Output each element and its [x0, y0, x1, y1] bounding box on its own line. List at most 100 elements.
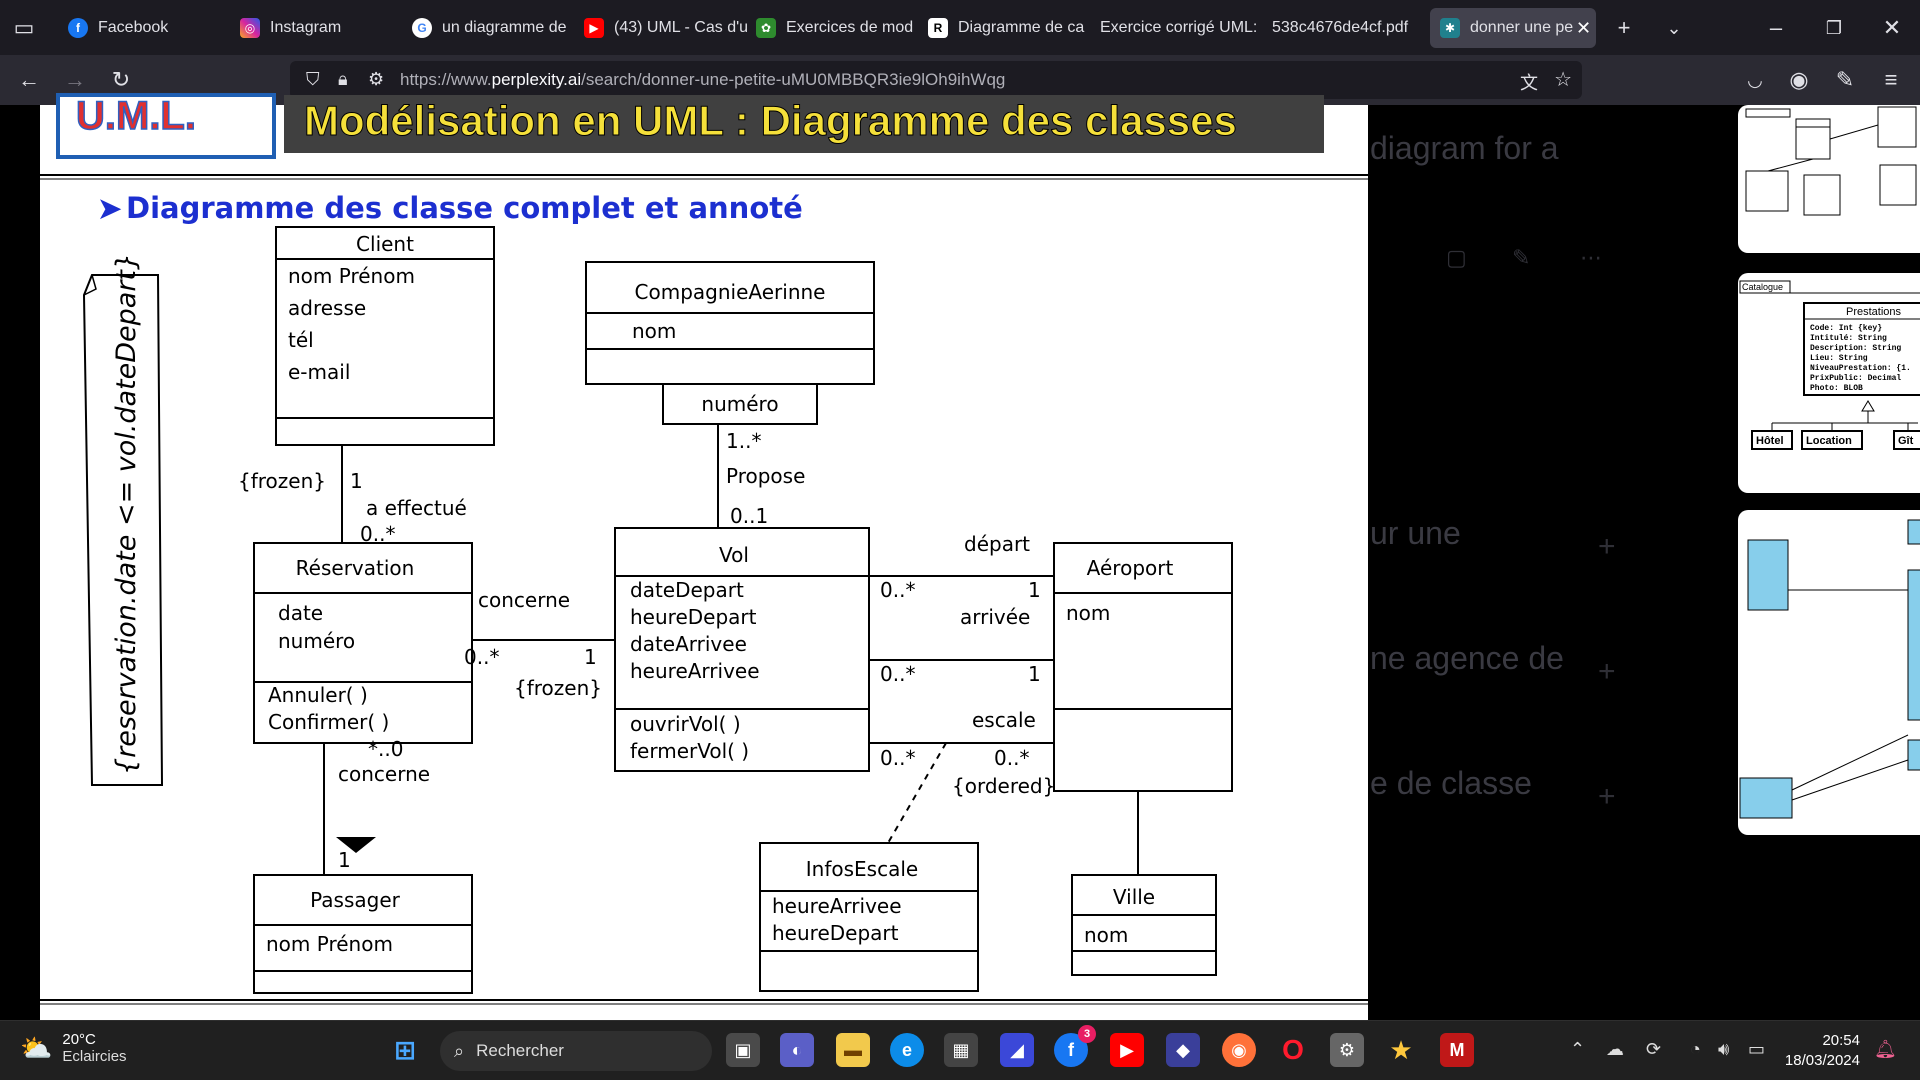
image-thumbnail-1[interactable] [1738, 105, 1920, 253]
forward-icon[interactable]: → [64, 67, 86, 92]
attribute: heureDepart [630, 605, 757, 629]
tab-exercice-corrige[interactable]: Exercice corrigé UML: [1100, 19, 1258, 36]
facebook-taskbar-icon[interactable]: f 3 [1054, 1025, 1096, 1067]
operation: ouvrirVol( ) [630, 712, 741, 736]
menu-icon[interactable]: ≡ [1884, 67, 1898, 92]
tab-diagramme[interactable]: R Diagramme de ca [918, 8, 1084, 48]
opera-icon[interactable]: O [1282, 1034, 1304, 1065]
attribute: dateArrivee [630, 632, 747, 656]
reload-icon[interactable]: ↻ [111, 67, 131, 92]
firefox-icon[interactable]: ◉ [1222, 1033, 1256, 1067]
attribute: e-mail [288, 360, 350, 384]
settings-icon[interactable]: ⚙ [1330, 1033, 1364, 1067]
close-tab-icon[interactable]: ✕ [1576, 17, 1592, 38]
notification-badge: 3 [1078, 1025, 1096, 1043]
pres-attr: Description: String [1810, 344, 1901, 353]
instagram-icon: ◎ [240, 18, 260, 38]
pres-attr: Lieu: String [1810, 354, 1868, 363]
association-label: départ [964, 532, 1030, 556]
teams-icon[interactable]: ◐ [780, 1033, 814, 1067]
class-name: Client [356, 232, 414, 256]
page-content: diagram for a ur une ne agence de e de c… [0, 93, 1920, 1020]
list-tabs-chevron-icon[interactable]: ⌄ [1666, 17, 1682, 38]
permissions-icon[interactable]: ⚙ [368, 69, 385, 89]
tab-overview-icon[interactable]: ▭ [13, 15, 35, 40]
copilot-icon[interactable]: ◆ [1166, 1033, 1200, 1067]
attribute: nom [632, 319, 676, 343]
star-app-icon[interactable]: ★ [1389, 1034, 1413, 1065]
visual-studio-icon[interactable]: ◢ [1000, 1033, 1034, 1067]
class-name: InfosEscale [806, 857, 918, 881]
task-view-icon[interactable]: ▣ [726, 1033, 760, 1067]
attribute: nom [1084, 923, 1128, 947]
tab-youtube[interactable]: ▶ (43) UML - Cas d'u [574, 8, 748, 48]
tab-instagram[interactable]: ◎ Instagram [230, 8, 390, 48]
uml-logo: U.M.L. [76, 94, 196, 138]
attribute: heureArrivee [630, 659, 760, 683]
class-vol: Vol dateDepart heureDepart dateArrivee h… [614, 527, 870, 772]
more-icon[interactable]: ⋯ [1580, 245, 1602, 270]
url-text[interactable]: https://www.perplexity.ai/search/donner-… [400, 70, 1006, 89]
url-bar[interactable]: ⛉ 🔒︎ ⚙ https://www.perplexity.ai/search/… [290, 61, 1582, 99]
catalogue-label: Catalogue [1742, 282, 1783, 292]
qualifier: numéro [701, 392, 778, 416]
search-icon: ⌕ [454, 1040, 465, 1061]
tab-perplexity[interactable]: ✱ donner une pe ✕ [1430, 8, 1596, 48]
sync-icon[interactable]: ⟳ [1646, 1039, 1662, 1059]
pocket-icon[interactable]: ◡ [1747, 69, 1763, 90]
pres-attr: Intitulé: String [1810, 334, 1887, 343]
show-hidden-icons-icon[interactable]: ⌃ [1570, 1039, 1586, 1059]
copy-icon[interactable]: ▢ [1446, 245, 1467, 270]
image-thumbnail-3[interactable] [1738, 510, 1920, 835]
pres-attr: Photo: BLOB [1810, 384, 1863, 393]
close-window-icon[interactable]: ✕ [1882, 15, 1902, 40]
constraint-label: {frozen} [514, 676, 602, 700]
edge-icon[interactable]: e [890, 1033, 924, 1067]
volume-icon[interactable]: 🔊︎ [1718, 1039, 1730, 1059]
battery-icon[interactable]: ▭ [1748, 1039, 1766, 1059]
image-thumbnail-2[interactable]: Catalogue Prestations Code: Int {key} In… [1738, 273, 1920, 493]
windows-start-icon[interactable]: ⊞ [394, 1034, 416, 1065]
store-icon[interactable]: ▦ [944, 1033, 978, 1067]
constraint-label: {frozen} [238, 469, 326, 493]
new-tab-icon[interactable]: + [1617, 15, 1631, 40]
translate-icon[interactable]: 文 [1520, 73, 1538, 93]
minimize-icon[interactable]: – [1769, 15, 1783, 40]
onedrive-icon[interactable]: ☁ [1606, 1039, 1624, 1059]
account-icon[interactable]: ◉ [1789, 67, 1809, 92]
mcafee-icon[interactable]: M [1440, 1033, 1474, 1067]
plus-icon[interactable]: + [1598, 780, 1616, 813]
weather-widget[interactable]: ⛅ 20°C Eclaircies [20, 1031, 127, 1065]
uml-slide-image: U.M.L. Modélisation en UML : Diagramme d… [40, 93, 1368, 1020]
tracking-shield-icon[interactable]: ⛉ [306, 69, 320, 89]
uml-color-thumbnail-icon [1739, 519, 1920, 819]
multiplicity-label: 1 [350, 469, 363, 493]
pres-attr: PrixPublic: Decimal [1810, 374, 1901, 383]
subtitle-arrow-icon: ➤ [98, 193, 122, 224]
extensions-icon[interactable]: ✎ [1835, 67, 1855, 92]
tab-exercices[interactable]: ✿ Exercices de mod [746, 8, 913, 48]
class-name: Passager [310, 888, 401, 912]
association-label: Propose [726, 464, 805, 488]
tab-google[interactable]: G un diagramme de [402, 8, 567, 48]
back-icon[interactable]: ← [18, 67, 40, 92]
uml-thumbnail-icon [1745, 106, 1917, 216]
youtube-taskbar-icon[interactable]: ▶ [1110, 1033, 1144, 1067]
taskbar-search[interactable]: ⌕ Rechercher [440, 1031, 712, 1071]
plus-icon[interactable]: + [1598, 530, 1616, 563]
wifi-icon[interactable]: ◔ [1690, 1039, 1701, 1059]
attribute: adresse [288, 296, 366, 320]
plus-icon[interactable]: + [1598, 655, 1616, 688]
lock-icon[interactable]: 🔒︎ [338, 69, 348, 89]
edit-icon[interactable]: ✎ [1512, 245, 1531, 270]
system-clock[interactable]: 20:54 18/03/2024 [1785, 1031, 1860, 1071]
file-explorer-icon[interactable]: ▬ [836, 1033, 870, 1067]
tab-pdf[interactable]: 538c4676de4cf.pdf [1272, 19, 1409, 36]
bookmark-star-icon[interactable]: ☆ [1554, 69, 1572, 91]
notification-bell-icon[interactable]: 🔔︎ [1874, 1039, 1897, 1059]
attribute: numéro [278, 629, 355, 653]
tab-facebook[interactable]: f Facebook [58, 8, 218, 48]
restore-icon[interactable]: ❐ [1825, 17, 1843, 38]
partly-cloudy-icon: ⛅ [20, 1032, 53, 1063]
multiplicity-label: 1 [1028, 662, 1041, 686]
